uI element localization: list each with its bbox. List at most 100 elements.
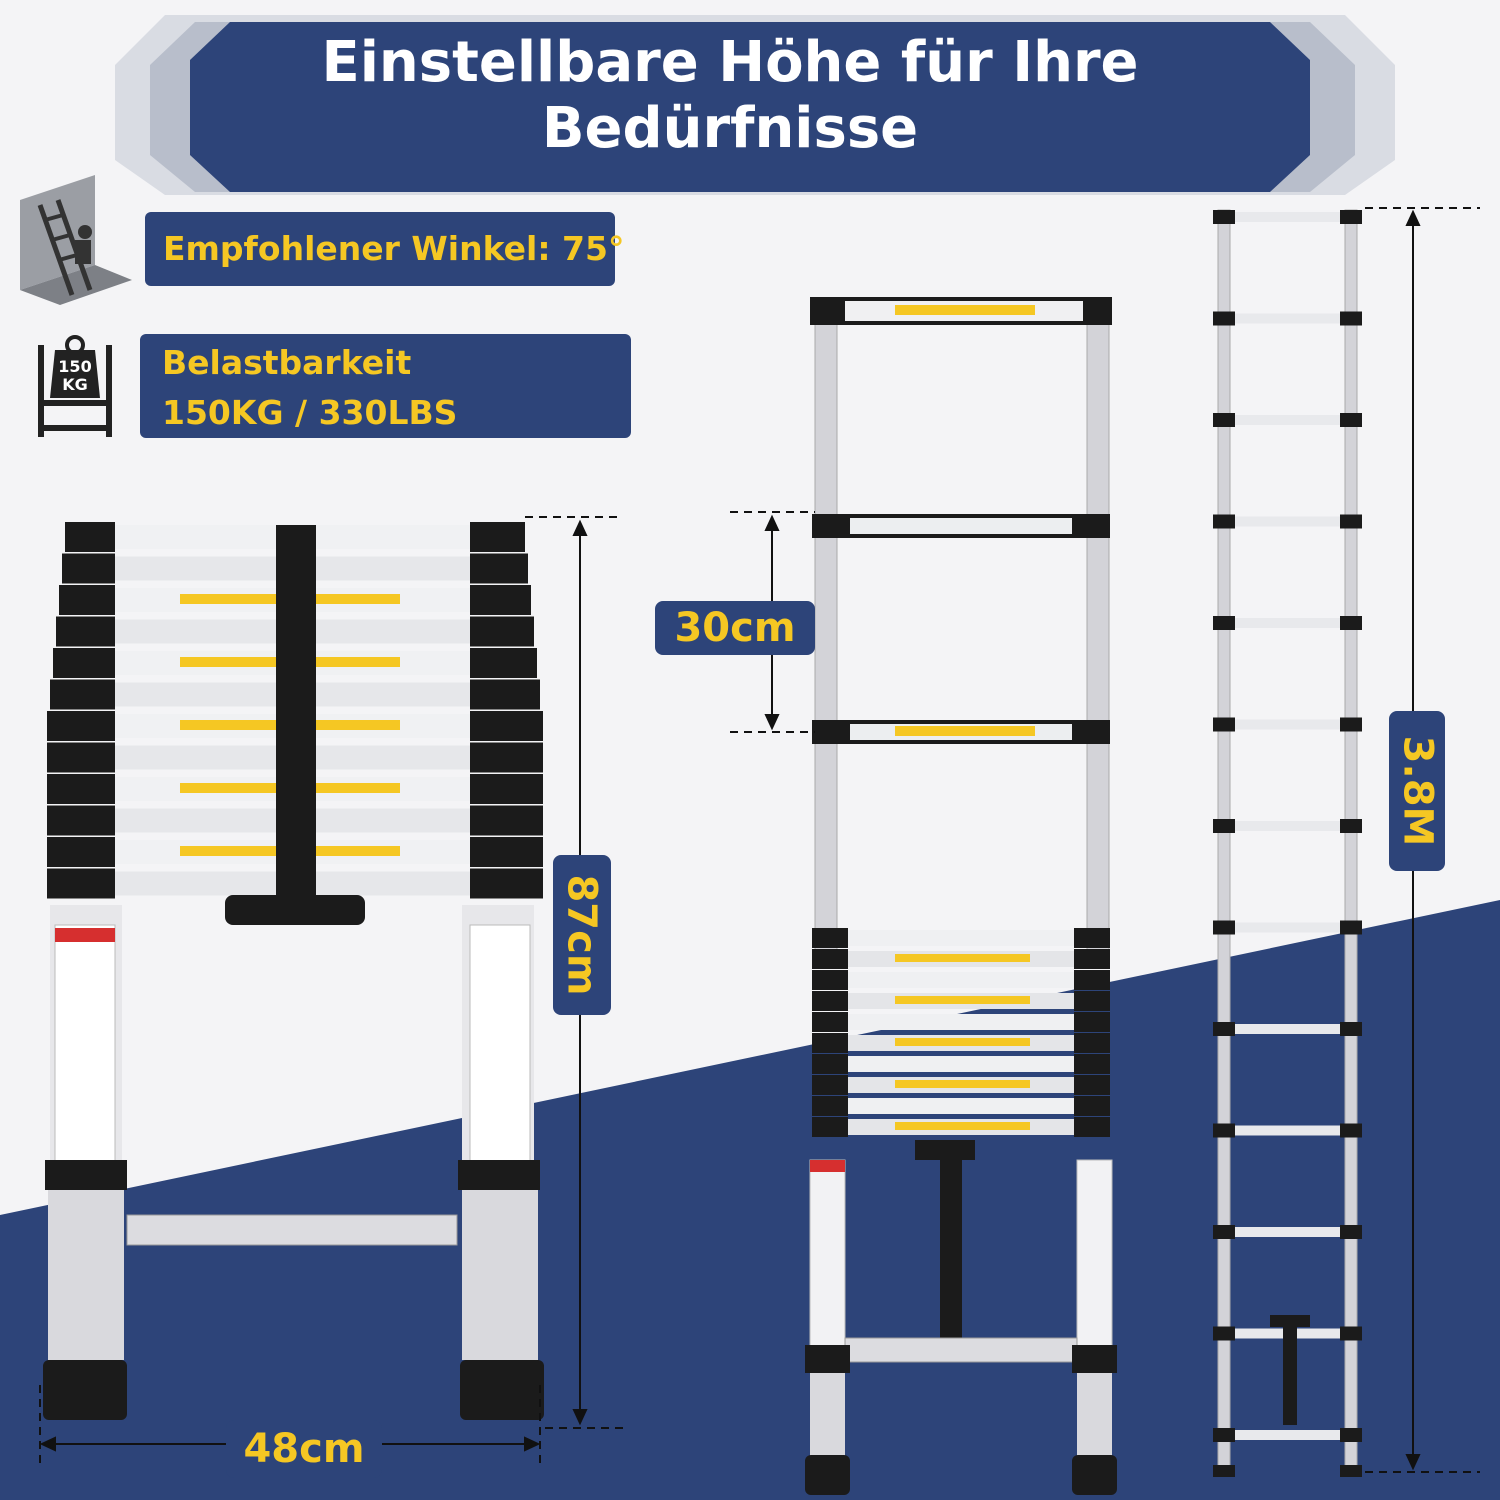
folded-rung-cap (65, 522, 115, 552)
folded-rung-cap (50, 679, 115, 710)
mid-rung (848, 1098, 1074, 1114)
extended-height-text: 3.8M (1394, 735, 1441, 847)
mid-rung-label (895, 1122, 1030, 1130)
tall-rung-cap (1340, 514, 1362, 529)
tall-rung-cap (1213, 514, 1235, 529)
folded-rung-cap (470, 616, 534, 647)
svg-text:KG: KG (62, 375, 88, 394)
folded-rung-cap (47, 805, 115, 836)
recommended-angle-text: Empfohlener Winkel: 75° (163, 229, 625, 268)
folded-rung-cap (470, 522, 525, 552)
tall-rung-cap (1213, 920, 1235, 935)
tall-rung-cap (1213, 1225, 1235, 1239)
tall-rung (1235, 922, 1340, 933)
load-capacity-value: 150KG / 330LBS (162, 393, 458, 432)
tall-rung-cap (1213, 616, 1235, 630)
folded-rung-cap (59, 585, 115, 615)
tall-rung-cap (1213, 1326, 1235, 1341)
folded-height-label: 87cm (553, 855, 611, 1015)
tall-rung-cap (1213, 1123, 1235, 1138)
ladder-angle-icon (20, 175, 132, 305)
tall-rung (1235, 821, 1340, 831)
tall-rung-cap (1340, 819, 1362, 833)
mid-rung-cap (1074, 991, 1110, 1011)
mid-rung-label (895, 1038, 1030, 1046)
tall-rung-cap (1213, 717, 1235, 732)
folded-rung-cap (470, 553, 528, 584)
mid-rung-cap (1074, 928, 1110, 948)
partially-extended-ladder (805, 297, 1117, 1495)
load-capacity-badge: Belastbarkeit 150KG / 330LBS (140, 334, 631, 438)
mid-rung-cap (1074, 1033, 1110, 1053)
folded-rung-cap (470, 585, 531, 615)
mid-rung (848, 972, 1074, 988)
tall-rung-cap (1340, 616, 1362, 630)
tall-rung-cap (1213, 210, 1235, 224)
tall-rung-cap (1340, 413, 1362, 427)
mid-rung-cap (812, 1033, 848, 1053)
mid-rung-cap (812, 970, 848, 990)
folded-rung-cap (470, 679, 540, 710)
mid-rung-cap (812, 928, 848, 948)
folded-rung-cap (47, 742, 115, 773)
tall-rung-cap (1340, 1123, 1362, 1138)
mid-rung-cap (812, 1054, 848, 1074)
folded-rung-cap (470, 742, 543, 773)
load-capacity-label: Belastbarkeit (162, 343, 412, 382)
mid-rung-cap (812, 991, 848, 1011)
tall-rung-cap (1340, 920, 1362, 935)
tall-rung-cap (1340, 311, 1362, 326)
mid-rung-cap (1074, 949, 1110, 969)
tall-rung-cap (1340, 717, 1362, 732)
mid-rung-cap (812, 1096, 848, 1116)
folded-rung-cap (470, 774, 543, 804)
tall-rung-cap (1213, 819, 1235, 833)
mid-rung-label (895, 954, 1030, 962)
tall-rung (1235, 1024, 1340, 1034)
tall-rung-cap (1340, 1326, 1362, 1341)
mid-rung-label (895, 996, 1030, 1004)
tall-rung-cap (1340, 1225, 1362, 1239)
mid-rung (848, 1056, 1074, 1072)
mid-rung-cap (812, 949, 848, 969)
tall-rung (1235, 1227, 1340, 1237)
headline-line-1: Einstellbare Höhe für Ihre (321, 30, 1139, 95)
tall-rung-cap (1340, 1022, 1362, 1036)
weight-150kg-icon: 150 KG (38, 335, 112, 437)
mid-rung-label (895, 1080, 1030, 1088)
tall-rung-cap (1340, 210, 1362, 224)
tall-rung-cap (1213, 311, 1235, 326)
folded-rung-cap (53, 648, 115, 678)
folded-rung-cap (62, 553, 115, 584)
recommended-angle-badge: Empfohlener Winkel: 75° (145, 212, 624, 286)
folded-rung-cap (470, 648, 537, 678)
tall-rung (1235, 212, 1340, 222)
tall-rung-cap (1340, 1428, 1362, 1442)
folded-ladder (43, 522, 544, 1420)
tall-rung (1235, 516, 1340, 527)
mid-rung-cap (1074, 970, 1110, 990)
svg-text:150: 150 (58, 357, 91, 376)
mid-rung-cap (812, 1075, 848, 1095)
folded-rung-cap (470, 711, 543, 741)
tall-rung-cap (1213, 1428, 1235, 1442)
headline-line-2: Bedürfnisse (541, 96, 919, 161)
folded-rung-cap (47, 774, 115, 804)
folded-rung-cap (47, 868, 115, 899)
tall-rung (1235, 618, 1340, 628)
mid-rung (848, 1014, 1074, 1030)
folded-rung-cap (56, 616, 115, 647)
mid-rung-cap (1074, 1075, 1110, 1095)
mid-rung-cap (812, 1012, 848, 1032)
folded-height-text: 87cm (559, 874, 605, 996)
width-label: 48cm (226, 1420, 382, 1478)
tall-rung (1235, 1430, 1340, 1440)
folded-rung-cap (470, 868, 543, 899)
mid-rung-cap (1074, 1096, 1110, 1116)
mid-rung-cap (1074, 1117, 1110, 1137)
headline: Einstellbare Höhe für Ihre Bedürfnisse (230, 30, 1230, 162)
tall-rung-cap (1213, 413, 1235, 427)
folded-rung-cap (470, 837, 543, 867)
